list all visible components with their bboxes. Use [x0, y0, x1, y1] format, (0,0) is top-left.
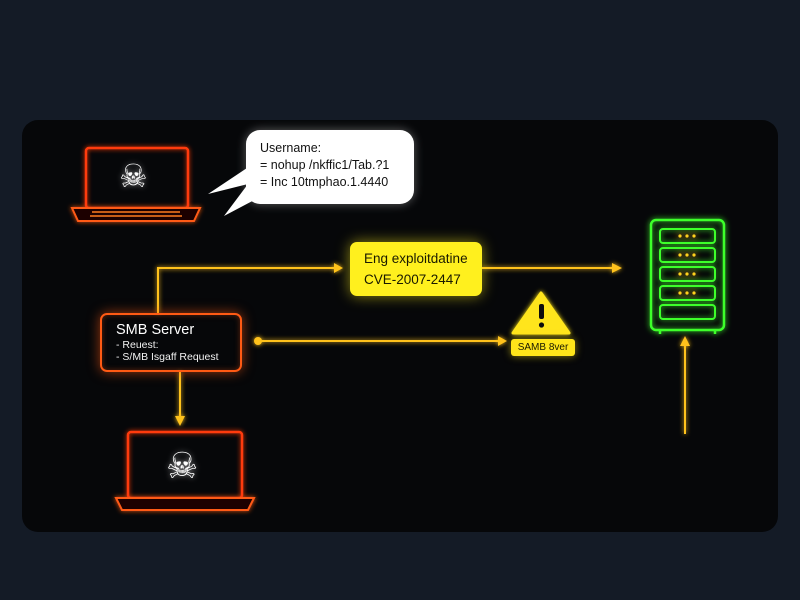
bubble-line: = nohup /nkffic1/Tab.?1 [260, 158, 390, 172]
smb-request-line: - Reuest: [116, 339, 159, 351]
connection-wires [157, 263, 690, 434]
bubble-line: = Inc 10tmphao.1.4440 [260, 175, 389, 189]
exploit-cve: CVE-2007-2447 [364, 272, 461, 287]
smb-server-title: SMB Server [116, 322, 195, 338]
skull-icon: ☠ [119, 158, 148, 194]
smb-server-box: SMB Server - Reuest: - S/MB Isgaff Reque… [100, 313, 242, 372]
wire-smb-to-exploit [157, 267, 334, 313]
exploit-box: Eng exploitdatine CVE-2007-2447 [350, 242, 482, 296]
warning-label: SAMB 8ver [511, 339, 575, 356]
attacker-laptop-icon [70, 146, 202, 222]
smb-request-line: - S/MB Isgaff Request [116, 351, 219, 363]
server-rack-icon [649, 218, 726, 334]
skull-icon: ☠ [166, 445, 199, 486]
victim-laptop-icon [114, 430, 256, 511]
warning-triangle-icon [511, 291, 571, 335]
exploit-title: Eng exploitdatine [364, 251, 468, 266]
credentials-speech-bubble: Username: = nohup /nkffic1/Tab.?1 = Inc … [246, 130, 414, 204]
bubble-line: Username: [260, 141, 322, 155]
